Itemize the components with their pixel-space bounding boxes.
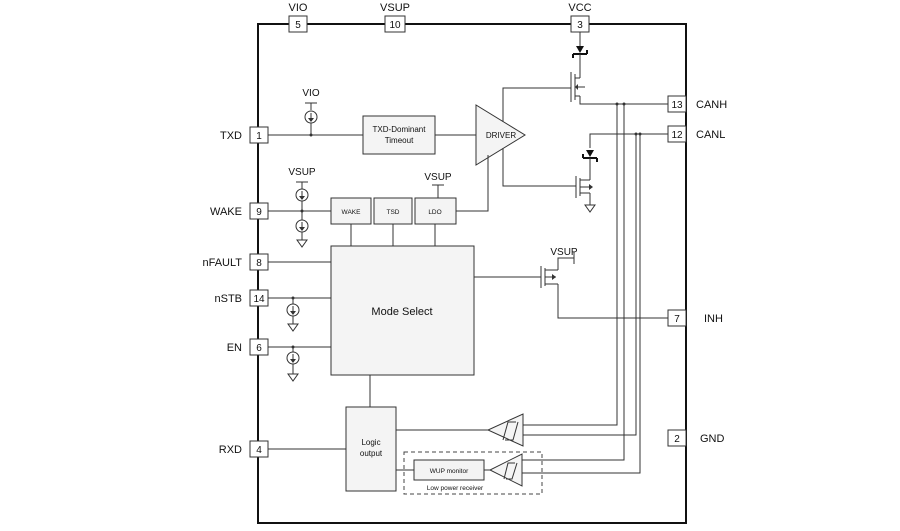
chip-outline <box>257 23 687 524</box>
pin-rxd-label: RXD <box>219 444 242 456</box>
pin-nstb-label: nSTB <box>214 293 242 305</box>
txd-timeout-line2: Timeout <box>385 136 414 145</box>
pin-en-number: 6 <box>256 343 262 354</box>
logic-output-line2: output <box>360 449 383 458</box>
vio-pullup-label: VIO <box>302 88 319 99</box>
mode-select-block: Mode Select <box>330 245 475 376</box>
pin-nfault-label: nFAULT <box>202 257 242 269</box>
pin-vsup-label: VSUP <box>380 2 410 14</box>
pin-vsup-number: 10 <box>389 20 401 31</box>
pin-canh-label: CANH <box>696 99 727 111</box>
wake-block: WAKE <box>330 197 372 225</box>
pin-gnd-number: 2 <box>674 434 680 445</box>
pin-nstb-number: 14 <box>253 294 265 305</box>
tsd-block-label: TSD <box>387 209 400 216</box>
pin-en-label: EN <box>227 342 242 354</box>
pin-canh-number: 13 <box>671 100 683 111</box>
ground-icon <box>584 204 596 213</box>
pin-txd-number: 1 <box>256 131 262 142</box>
pin-vcc-number: 3 <box>577 20 583 31</box>
pin-nstb: nSTB 14 <box>214 289 269 307</box>
wake-path: VSUP <box>268 167 331 248</box>
logic-output-block: Logic output <box>345 406 397 492</box>
pin-gnd-label: GND <box>700 433 725 445</box>
pin-txd-label: TXD <box>220 130 242 142</box>
can-bus-lines <box>522 102 642 474</box>
low-power-receiver-label: Low power receiver <box>427 485 484 492</box>
vsup-ldo-label: VSUP <box>424 172 452 183</box>
driver-block: DRIVER <box>475 104 526 166</box>
pin-nfault-number: 8 <box>256 258 262 269</box>
pin-canl: 12 CANL <box>667 125 725 143</box>
pin-vcc-label: VCC <box>568 2 591 14</box>
ground-icon <box>296 239 308 248</box>
vsup-wake-label: VSUP <box>288 167 316 178</box>
txd-path: VIO <box>268 88 363 137</box>
pin-inh: 7 INH <box>667 309 723 327</box>
pin-vio-number: 5 <box>295 20 301 31</box>
main-receiver-comparator <box>396 413 524 447</box>
txd-dominant-timeout-block: TXD-Dominant Timeout <box>362 115 436 155</box>
wup-monitor-label: WUP monitor <box>430 468 469 475</box>
pin-en: EN 6 <box>227 338 269 356</box>
pin-wake-number: 9 <box>256 207 262 218</box>
pin-vcc: VCC 3 <box>568 2 592 33</box>
pin-txd: TXD 1 <box>220 126 269 144</box>
pin-inh-number: 7 <box>674 314 680 325</box>
pin-canl-number: 12 <box>671 130 683 141</box>
pin-canl-label: CANL <box>696 129 725 141</box>
pin-vio-label: VIO <box>289 2 308 14</box>
pin-gnd: 2 GND <box>667 429 725 447</box>
pin-canh: 13 CANH <box>667 95 727 113</box>
ldo-block-label: LDO <box>428 209 441 216</box>
nstb-pulldown <box>286 296 300 332</box>
txd-timeout-line1: TXD-Dominant <box>373 125 427 134</box>
pin-rxd: RXD 4 <box>219 440 269 458</box>
inh-switch: VSUP <box>474 247 668 319</box>
driver-label: DRIVER <box>486 131 516 140</box>
pin-wake-label: WAKE <box>210 206 242 218</box>
low-power-receiver-group: WUP monitor Low power receiver <box>396 451 543 495</box>
ground-icon <box>287 373 299 382</box>
pin-vsup: VSUP 10 <box>380 2 410 33</box>
logic-output-line1: Logic <box>361 438 380 447</box>
pin-nfault: nFAULT 8 <box>202 253 269 271</box>
en-pulldown <box>286 345 300 382</box>
pin-vio: VIO 5 <box>288 2 308 33</box>
pin-inh-label: INH <box>704 313 723 325</box>
canh-high-side-driver <box>565 32 668 105</box>
ground-icon <box>287 323 299 332</box>
mode-select-label: Mode Select <box>371 306 432 318</box>
canl-low-side-driver <box>570 133 668 213</box>
tsd-block: TSD <box>373 197 413 225</box>
pin-rxd-number: 4 <box>256 445 262 456</box>
wake-block-label: WAKE <box>342 209 362 216</box>
vsup-inh-label: VSUP <box>550 247 578 258</box>
ldo-block: LDO VSUP <box>414 172 457 225</box>
pin-wake: WAKE 9 <box>210 202 269 220</box>
